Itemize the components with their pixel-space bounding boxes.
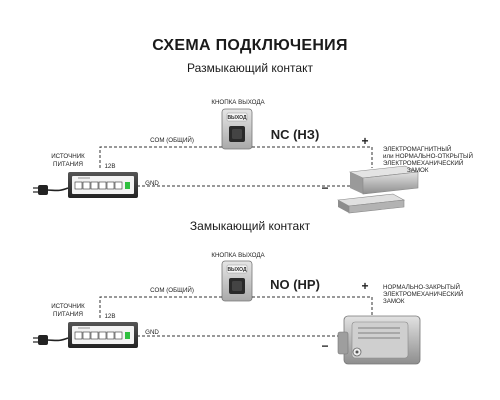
- no-wire: [252, 296, 373, 318]
- gnd-label: GND: [145, 329, 159, 336]
- electromagnetic-lock-icon: [337, 165, 420, 214]
- exit-button-caption: КНОПКА ВЫХОДА: [211, 99, 265, 106]
- com-label: COM (ОБЩИЙ): [150, 136, 194, 144]
- section-normally-open: Замыкающий контакт КНОПКА ВЫХОДА ВЫХОД N…: [33, 219, 463, 365]
- lock-desc-line3: ЗАМОК: [383, 298, 405, 305]
- gnd-label: GND: [145, 180, 159, 187]
- voltage-label: 12В: [104, 163, 115, 170]
- section-heading: Размыкающий контакт: [187, 61, 313, 75]
- plus-sign: +: [361, 279, 368, 293]
- com-label: COM (ОБЩИЙ): [150, 286, 194, 294]
- power-supply-icon: [68, 172, 138, 198]
- section-heading: Замыкающий контакт: [190, 219, 311, 233]
- exit-button-icon: [221, 108, 253, 150]
- com-wire: [99, 146, 222, 168]
- power-plug-icon: [33, 335, 69, 345]
- exit-button-caption: КНОПКА ВЫХОДА: [211, 252, 265, 259]
- exit-button-face: ВЫХОД: [227, 115, 247, 121]
- power-plug-icon: [33, 185, 69, 195]
- lock-desc-line3: ЭЛЕКТРОМЕХАНИЧЕСКИЙ: [383, 159, 463, 167]
- lock-desc-line4: ЗАМОК: [407, 167, 429, 174]
- section-normally-closed: Размыкающий контакт КНОПКА ВЫХОДА ВЫХОД …: [33, 61, 473, 214]
- plus-sign: +: [361, 134, 368, 148]
- minus-sign: −: [321, 181, 328, 195]
- lock-desc-line2: ЭЛЕКТРОМЕХАНИЧЕСКИЙ: [383, 290, 463, 298]
- contact-mode: NC (НЗ): [271, 127, 320, 142]
- power-supply-icon: [68, 322, 138, 348]
- exit-button-icon: [221, 260, 253, 302]
- lock-desc-line1: НОРМАЛЬНО-ЗАКРЫТЫЙ: [383, 283, 460, 291]
- psu-label-line1: ИСТОЧНИК: [51, 303, 85, 310]
- nc-wire: [252, 146, 373, 168]
- contact-mode: NO (НР): [270, 277, 320, 292]
- psu-label-line2: ПИТАНИЯ: [53, 311, 83, 318]
- psu-label-line2: ПИТАНИЯ: [53, 161, 83, 168]
- psu-label-line1: ИСТОЧНИК: [51, 153, 85, 160]
- com-wire: [99, 296, 222, 318]
- minus-sign: −: [321, 339, 328, 353]
- voltage-label: 12В: [104, 313, 115, 320]
- electromechanical-lock-icon: [337, 315, 421, 365]
- exit-button-face: ВЫХОД: [227, 267, 247, 273]
- lock-desc-line2: или НОРМАЛЬНО-ОТКРЫТЫЙ: [383, 152, 473, 160]
- diagram-title: СХЕМА ПОДКЛЮЧЕНИЯ: [152, 37, 348, 54]
- lock-desc-line1: ЭЛЕКТРОМАГНИТНЫЙ: [383, 145, 451, 153]
